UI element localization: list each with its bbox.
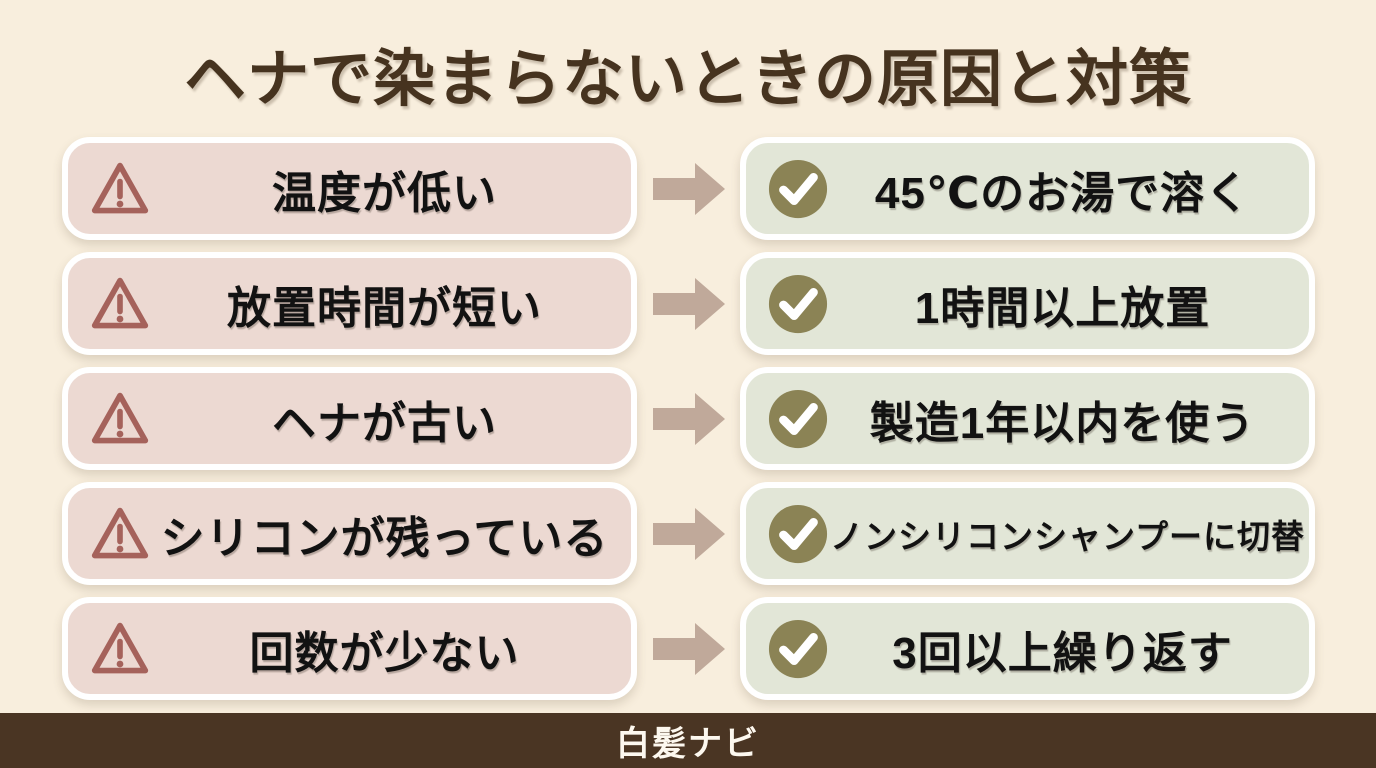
cause-solution-row: 回数が少ない 3回以上繰り返す [62, 597, 1315, 700]
problem-box: シリコンが残っている [62, 482, 637, 585]
solution-label: 1時間以上放置 [914, 283, 1211, 333]
solution-box: 3回以上繰り返す [740, 597, 1315, 700]
warning-triangle-icon [88, 502, 152, 566]
solution-box: ノンシリコンシャンプーに切替 [740, 482, 1315, 585]
brand-name: 白髪ナビ [616, 725, 760, 763]
cause-solution-row: シリコンが残っている ノンシリコンシャンプーに切替 [62, 482, 1315, 585]
problem-box: 回数が少ない [62, 597, 637, 700]
problem-label: シリコンが残っている [160, 513, 609, 563]
problem-box: 温度が低い [62, 137, 637, 240]
warning-triangle-icon [88, 387, 152, 451]
solution-label: 3回以上繰り返す [892, 628, 1233, 678]
check-circle-icon [766, 502, 830, 566]
cause-solution-row: ヘナが古い 製造1年以内を使う [62, 367, 1315, 470]
check-circle-icon [766, 157, 830, 221]
arrow-right-icon [637, 617, 740, 681]
solution-label: 45℃のお湯で溶く [874, 168, 1251, 218]
arrow-right-icon [637, 387, 740, 451]
cause-solution-row: 温度が低い 45℃のお湯で溶く [62, 137, 1315, 240]
cause-solution-list: 温度が低い 45℃のお湯で溶く [62, 137, 1315, 700]
problem-label: ヘナが古い [272, 398, 497, 448]
check-circle-icon [766, 617, 830, 681]
warning-triangle-icon [88, 157, 152, 221]
arrow-right-icon [637, 272, 740, 336]
problem-label: 回数が少ない [249, 628, 520, 678]
solution-label: 製造1年以内を使う [869, 398, 1256, 448]
problem-box: 放置時間が短い [62, 252, 637, 355]
arrow-right-icon [637, 502, 740, 566]
solution-box: 1時間以上放置 [740, 252, 1315, 355]
warning-triangle-icon [88, 272, 152, 336]
solution-box: 製造1年以内を使う [740, 367, 1315, 470]
warning-triangle-icon [88, 617, 152, 681]
solution-box: 45℃のお湯で溶く [740, 137, 1315, 240]
check-circle-icon [766, 272, 830, 336]
check-circle-icon [766, 387, 830, 451]
page-title: ヘナで染まらないときの原因と対策 [183, 45, 1192, 114]
footer-bar: 白髪ナビ [0, 713, 1376, 768]
problem-box: ヘナが古い [62, 367, 637, 470]
cause-solution-row: 放置時間が短い 1時間以上放置 [62, 252, 1315, 355]
arrow-right-icon [637, 157, 740, 221]
solution-label: ノンシリコンシャンプーに切替 [830, 517, 1306, 555]
problem-label: 温度が低い [272, 168, 497, 218]
problem-label: 放置時間が短い [227, 283, 542, 333]
